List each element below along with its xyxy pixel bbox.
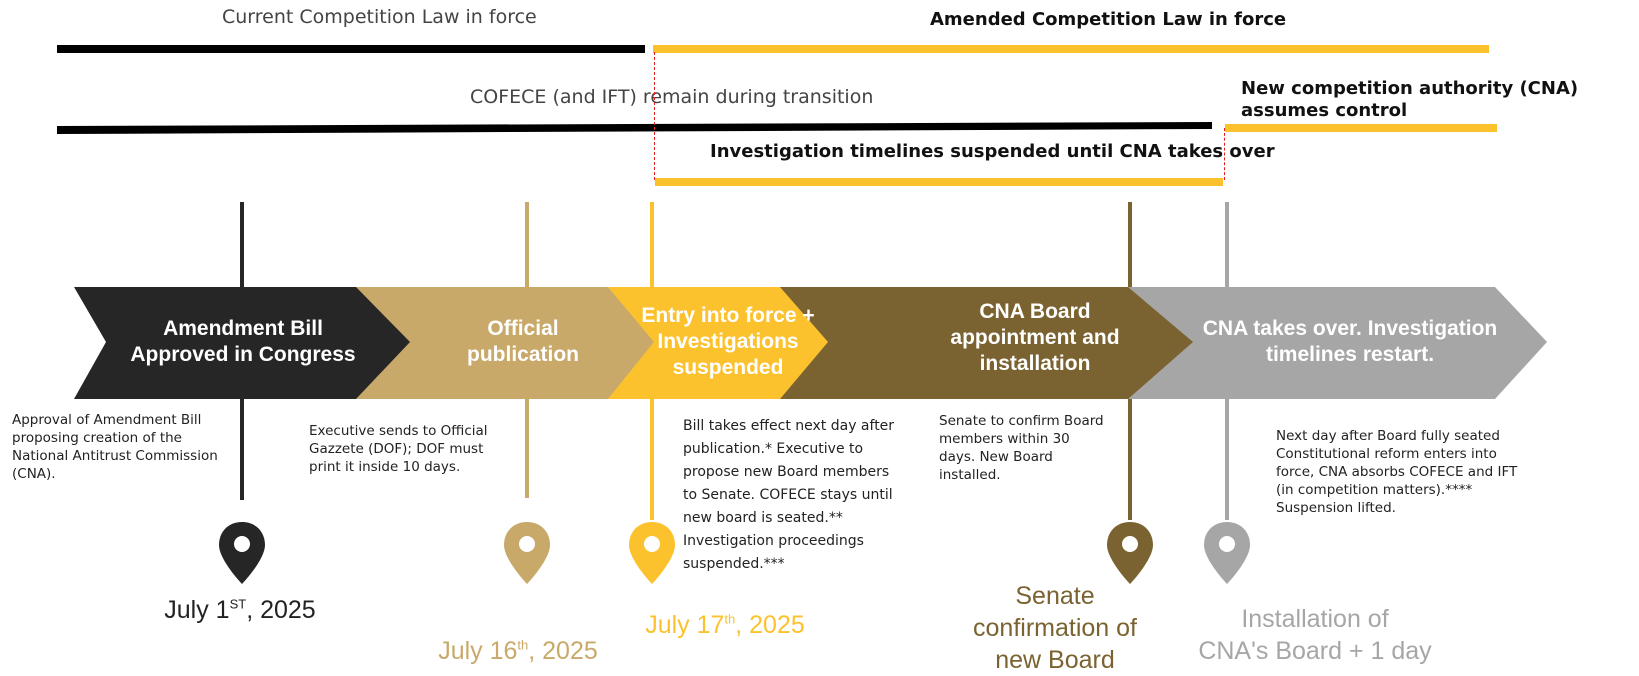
suspension-bar: [655, 178, 1223, 186]
date-july-16: July 16th, 2025: [438, 637, 598, 665]
map-pin-icon: [629, 522, 675, 584]
chevron-board-appointment: [780, 287, 1193, 399]
stage4-line-lower: [1128, 398, 1132, 520]
description-amendment-bill: Approval of Amendment Bill proposing cre…: [12, 412, 218, 482]
amended-law-label: Amended Competition Law in force: [930, 9, 1287, 30]
map-pin-icon: [219, 522, 265, 584]
current-law-bar: [57, 45, 645, 53]
description-entry-into-force: Bill takes effect next day after publica…: [683, 418, 895, 572]
chevron-entry-into-force: [608, 287, 828, 399]
stage1-line-lower: [240, 398, 244, 500]
suspended-timelines-label: Investigation timelines suspended until …: [710, 141, 1275, 162]
stage3-line-lower: [650, 398, 654, 520]
chevron-official-publication: [356, 287, 654, 399]
description-official-publication: Executive sends to Official Gazzete (DOF…: [309, 423, 488, 475]
date-july-1: July 1ST, 2025: [164, 596, 316, 624]
chevron-cna-takes-over: [1128, 287, 1547, 399]
stage3-line-upper: [650, 202, 654, 288]
entry-force-dashed-marker: [654, 52, 655, 180]
stage1-line-upper: [240, 202, 244, 288]
map-pin-icon: [1204, 522, 1250, 584]
current-law-label: Current Competition Law in force: [222, 6, 537, 28]
chevron-amendment-bill: [74, 287, 410, 399]
cna-control-bar: [1225, 124, 1497, 132]
date-july-17: July 17th, 2025: [645, 611, 805, 639]
map-pin-icon: [504, 522, 550, 584]
stage2-line-lower: [525, 398, 529, 498]
stage5-line-lower: [1225, 398, 1229, 520]
description-cna-takes-over: Next day after Board fully seated Consti…: [1276, 428, 1518, 516]
stage5-line-upper: [1225, 202, 1229, 288]
cofece-transition-bar: [57, 122, 1212, 134]
cofece-transition-label: COFECE (and IFT) remain during transitio…: [470, 86, 874, 108]
stage2-line-upper: [525, 202, 529, 288]
stage4-line-upper: [1128, 202, 1132, 288]
amended-law-bar: [653, 45, 1489, 53]
cna-takeover-dashed-marker: [1224, 128, 1225, 180]
cna-assumes-label: New competition authority (CNA) assumes …: [1241, 78, 1579, 121]
map-pin-icon: [1107, 522, 1153, 584]
description-board-appointment: Senate to confirm Board members within 3…: [939, 413, 1104, 483]
